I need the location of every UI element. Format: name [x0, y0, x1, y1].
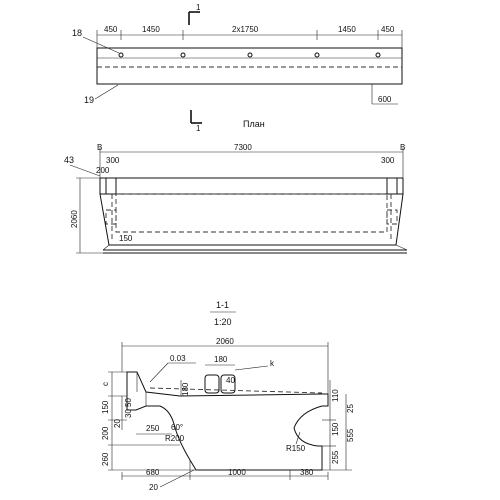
plan-end-dim-600: 600	[378, 95, 392, 104]
elev-base-chamfer	[395, 244, 408, 251]
section-bottom-680: 680	[146, 468, 160, 477]
elev-inset-200: 200	[96, 166, 110, 175]
section-right-110: 110	[331, 389, 340, 402]
plan-dim-1450-left: 1450	[142, 25, 160, 34]
section-lifting-loop	[220, 374, 236, 394]
section-scale: 1:20	[214, 317, 232, 327]
lifting-loop	[118, 52, 124, 58]
section-slope-leader	[149, 362, 169, 383]
section-mark-bottom-label: 1	[196, 124, 201, 133]
elev-length-7300: 7300	[234, 143, 252, 152]
plan-dim-2x1750: 2x1750	[232, 25, 259, 34]
elev-hidden-void	[115, 193, 388, 233]
callout-19-leader	[94, 84, 119, 100]
elev-bottom-150: 150	[119, 234, 133, 243]
section-dim-180-top: 180	[214, 355, 228, 364]
section-bottom-380: 380	[300, 468, 314, 477]
section-slope-line	[149, 387, 323, 394]
section-left-150: 150	[101, 400, 110, 414]
plan-dim-450-left: 450	[104, 25, 118, 34]
section-radius-200: R200	[165, 434, 185, 443]
axis-mark-right: В	[400, 143, 405, 152]
axis-mark-left: В	[97, 143, 102, 152]
section-mark-top-label: 1	[196, 3, 201, 12]
elev-end-block-right	[386, 177, 398, 195]
section-radius-150: R150	[286, 444, 306, 453]
section-left-200: 200	[101, 426, 110, 440]
section-width-2060: 2060	[216, 337, 234, 346]
section-slope-0-03: 0.03	[170, 354, 186, 363]
lifting-loop	[180, 52, 186, 58]
callout-19: 19	[84, 95, 94, 105]
elev-end-300-right: 300	[381, 156, 395, 165]
callout-43: 43	[64, 155, 74, 165]
section-right-150: 150	[331, 422, 340, 436]
section-dim-180-left: 180	[181, 382, 190, 396]
section-body	[126, 371, 329, 471]
section-callout-20: 20	[149, 483, 158, 492]
section-lifting-loop	[204, 374, 220, 394]
plan-dim-450-right: 450	[381, 25, 395, 34]
section-right-555: 555	[346, 428, 355, 442]
section-left-inner-30: 30	[124, 409, 133, 418]
section-left-260: 260	[101, 452, 110, 466]
section-bottom-1000: 1000	[228, 468, 246, 477]
section-title: 1-1	[216, 300, 229, 310]
callout-43-leader	[69, 164, 101, 177]
plan-view: 450 1450 2x1750 1450 450 18 19 600 1 1	[72, 3, 403, 133]
elev-height-2060: 2060	[70, 210, 79, 228]
elev-outline	[99, 178, 404, 246]
elev-end-300-left: 300	[106, 156, 120, 165]
section-view: 1-1 1:20 2060 0.03 180 k 40 1	[101, 300, 355, 492]
section-left-inner-20: 20	[113, 419, 122, 428]
plan-slab-outline	[96, 47, 403, 85]
callout-18-leader	[82, 36, 120, 54]
section-angle-60: 60°	[171, 423, 183, 432]
elev-base-chamfer	[102, 244, 110, 251]
lifting-loop	[375, 52, 381, 58]
section-dim-250: 250	[146, 424, 160, 433]
plan-dim-1450-right: 1450	[338, 25, 356, 34]
elev-end-block-left	[105, 177, 117, 195]
elev-hidden-pocket-left	[105, 209, 117, 225]
section-callout-20-leader	[159, 469, 195, 488]
callout-18: 18	[72, 28, 82, 38]
section-right-255: 255	[331, 450, 340, 464]
lifting-loop	[314, 52, 320, 58]
section-left-inner-50: 50	[124, 398, 133, 407]
section-dim-k: k	[270, 359, 275, 368]
section-right-25: 25	[346, 404, 355, 413]
lifting-loop	[247, 52, 253, 58]
section-left-c: c	[101, 382, 110, 386]
section-dim-40: 40	[226, 376, 235, 385]
section-k-leader	[234, 365, 269, 371]
elev-hidden-pocket-right	[386, 209, 398, 225]
section-r150-leader	[295, 431, 301, 445]
plan-title: План	[243, 119, 265, 129]
elevation-view: 7300 В В 300 300 43 200 2060 150	[64, 143, 408, 254]
